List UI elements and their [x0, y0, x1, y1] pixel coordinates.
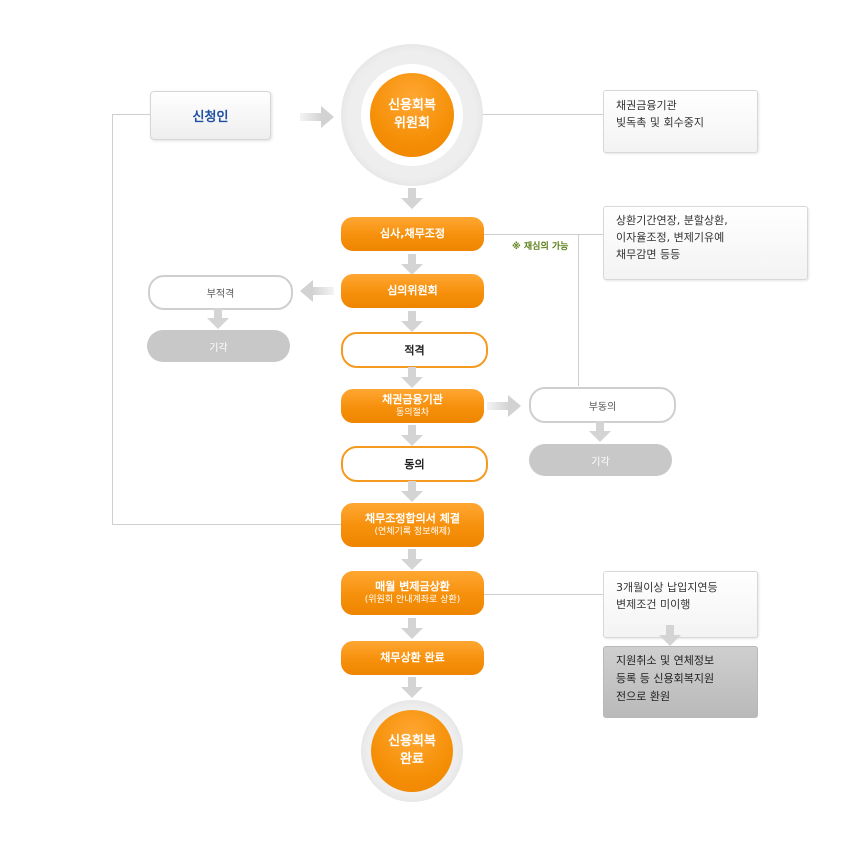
applicant-label: 신청인 — [192, 110, 229, 125]
arrow-ineligible-to-reject — [207, 308, 229, 330]
agreement-line-2: (연체기록 정보해제) — [374, 527, 451, 537]
repayment-line-1: 매월 변제금상환 — [375, 580, 450, 593]
arrow-deliberation-to-ineligible — [300, 280, 334, 302]
arrow-applicant-to-committee — [300, 106, 334, 128]
arrow-eligible-to-consent — [401, 367, 423, 389]
committee-circle-line-2: 위원회 — [394, 116, 430, 131]
arrow-circle-to-review — [401, 188, 423, 210]
adjustment-line-3: 채무감면 등등 — [616, 248, 681, 261]
final-circle-line-2: 완료 — [400, 752, 424, 767]
arrow-review-to-deliberation — [401, 254, 423, 276]
deliberation-step-label: 심의위원회 — [387, 284, 438, 297]
revert-line-2: 등록 등 신용회복지원 — [616, 672, 715, 685]
line-repayment-to-default — [484, 594, 604, 595]
adjustment-options-box: 상환기간연장, 분할상환, 이자율조정, 변제기유예 채무감면 등등 — [603, 206, 808, 280]
reject-right-label: 기각 — [591, 456, 610, 468]
revert-line-3: 전으로 환원 — [616, 690, 671, 703]
applicant-box: 신청인 — [150, 91, 271, 140]
arrow-default-to-revert — [659, 625, 681, 647]
creditor-consent-step: 채권금융기관 동의절차 — [341, 389, 484, 423]
final-circle: 신용회복 완료 — [371, 710, 453, 792]
adjustment-line-2: 이자율조정, 변제기유예 — [616, 231, 725, 244]
revert-line-1: 지원취소 및 연체정보 — [616, 654, 715, 667]
review-step-label: 심사,채무조정 — [380, 227, 445, 240]
arrow-disagree-to-reject — [589, 421, 611, 443]
eligible-node: 적격 — [341, 332, 488, 368]
arrow-complete-to-final — [401, 677, 423, 699]
agreement-step: 채무조정합의서 체결 (연체기록 정보해제) — [341, 503, 484, 547]
arrow-consent-to-agree — [401, 425, 423, 447]
final-circle-line-1: 신용회복 — [388, 734, 436, 749]
complete-step-label: 채무상환 완료 — [380, 651, 445, 664]
repayment-step: 매월 변제금상환 (위원회 안내계좌로 상환) — [341, 571, 484, 615]
reconsideration-note: ※ 재심의 가능 — [512, 242, 569, 252]
deliberation-step: 심의위원회 — [341, 274, 484, 308]
default-condition-line-1: 3개월이상 납입지연등 — [616, 581, 718, 594]
line-applicant-loop-vertical — [112, 114, 113, 525]
line-applicant-loop-top — [112, 114, 150, 115]
disagree-node: 부동의 — [529, 387, 676, 423]
line-review-to-adjustment — [484, 234, 604, 235]
reject-left-label: 기각 — [209, 342, 228, 354]
agreement-line-1: 채무조정합의서 체결 — [365, 512, 460, 525]
arrow-repayment-to-complete — [401, 618, 423, 640]
default-condition-box: 3개월이상 납입지연등 변제조건 미이행 — [603, 571, 758, 638]
line-reconsider-vertical — [578, 234, 579, 386]
ineligible-label: 부적격 — [206, 289, 235, 300]
reject-right-node: 기각 — [529, 444, 672, 476]
creditor-consent-line-1: 채권금융기관 — [382, 393, 443, 406]
complete-step: 채무상환 완료 — [341, 641, 484, 675]
committee-circle-line-1: 신용회복 — [388, 98, 436, 113]
line-circle-to-infobox — [462, 114, 603, 115]
arrow-agree-to-agreement — [401, 481, 423, 503]
arrow-deliberation-to-eligible — [401, 311, 423, 333]
repayment-line-2: (위원회 안내계좌로 상환) — [364, 595, 461, 605]
stop-collection-box: 채권금융기관 빚독촉 및 회수중지 — [603, 90, 758, 153]
disagree-label: 부동의 — [588, 401, 617, 413]
ineligible-node: 부적격 — [148, 275, 293, 310]
revert-support-box: 지원취소 및 연체정보 등록 등 신용회복지원 전으로 환원 — [603, 646, 758, 718]
arrow-agreement-to-repayment — [401, 549, 423, 571]
creditor-consent-line-2: 동의절차 — [395, 408, 430, 418]
agree-label: 동의 — [404, 458, 425, 471]
agree-node: 동의 — [341, 446, 488, 482]
adjustment-line-1: 상환기간연장, 분할상환, — [616, 214, 728, 227]
review-step: 심사,채무조정 — [341, 217, 484, 251]
line-applicant-loop-bottom — [112, 524, 342, 525]
arrow-consent-to-disagree — [487, 395, 521, 417]
eligible-label: 적격 — [404, 344, 425, 357]
stop-collection-line-2: 빚독촉 및 회수중지 — [616, 116, 704, 129]
default-condition-line-2: 변제조건 미이행 — [616, 598, 691, 611]
stop-collection-line-1: 채권금융기관 — [616, 99, 677, 112]
reject-left-node: 기각 — [147, 330, 290, 362]
committee-circle: 신용회복 위원회 — [370, 73, 454, 157]
